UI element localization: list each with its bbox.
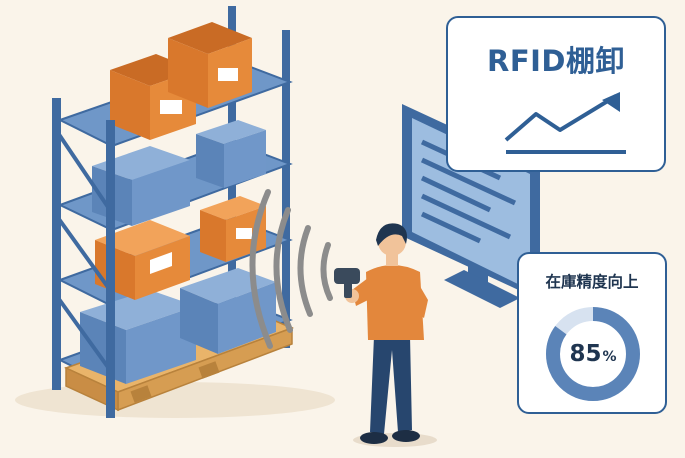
- progress-ring: [546, 307, 640, 401]
- rack-front-frame: [52, 98, 115, 418]
- stat-label: 在庫精度向上: [545, 273, 639, 291]
- warehouse-worker: [334, 223, 428, 444]
- rfid-scanner-icon: [334, 268, 360, 298]
- stat-value: 85%: [543, 304, 643, 404]
- title-card-title: RFID棚卸: [486, 44, 625, 78]
- stat-unit: %: [602, 349, 617, 365]
- accuracy-stat-card: 在庫精度向上 85%: [517, 252, 667, 414]
- trend-up-icon: [504, 92, 626, 154]
- rfid-signal-waves: [249, 189, 333, 349]
- rfid-title-card: RFID棚卸: [446, 16, 666, 172]
- orange-bin-top-right: [168, 22, 252, 108]
- progress-ring-fill: [546, 307, 640, 401]
- stat-number: 85: [569, 341, 602, 367]
